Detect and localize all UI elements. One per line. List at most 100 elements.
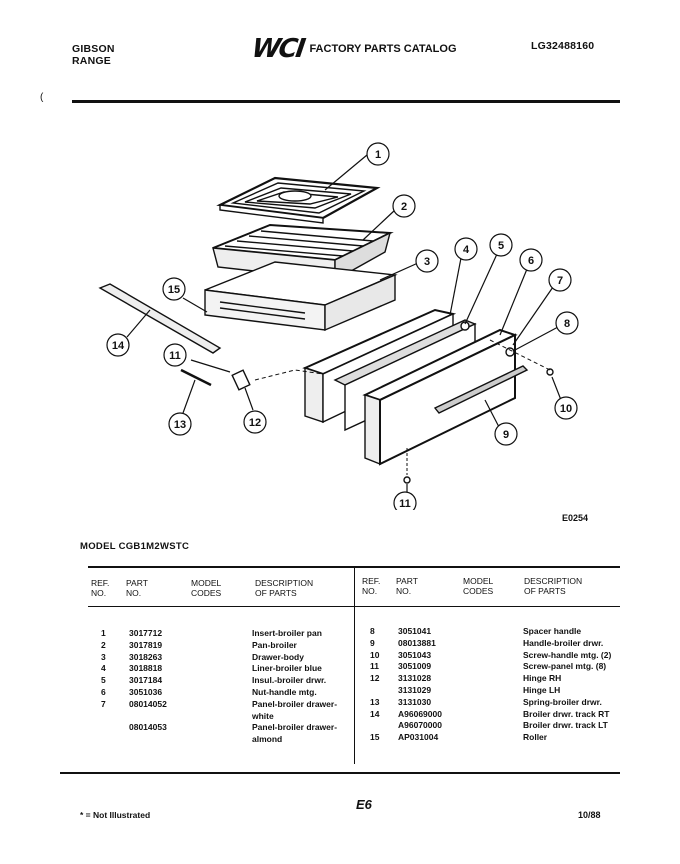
cell-desc: Handle-broiler drwr. — [523, 637, 604, 648]
header-model-line1: MODEL — [463, 576, 494, 586]
callout-8: 8 — [564, 318, 570, 330]
cell-desc: white — [252, 710, 274, 721]
cell-part: 3051043 — [398, 649, 432, 660]
cell-desc: Broiler drwr. track LT — [523, 720, 608, 731]
cell-part: 3131028 — [398, 673, 432, 684]
cell-part: 3018263 — [129, 651, 163, 662]
callout-10: 10 — [560, 403, 572, 415]
callout-2: 2 — [401, 201, 407, 213]
diagram-code: E0254 — [562, 513, 589, 523]
wci-logo: WCI — [249, 34, 306, 64]
header-ref-line2: NO. — [91, 587, 107, 598]
catalog-title: FACTORY PARTS CATALOG — [309, 43, 457, 55]
model-line: MODEL CGB1M2WSTC — [80, 541, 190, 552]
margin-mark: ( — [40, 92, 44, 103]
cell-part: 3017712 — [129, 628, 163, 638]
cell-ref: 12 — [370, 673, 380, 684]
header-part-line2: NO. — [396, 585, 412, 596]
insert-broiler-pan — [216, 176, 381, 224]
cell-part: 08014053 — [129, 722, 167, 733]
cell-ref: 9 — [370, 637, 375, 648]
cell-part: A96069000 — [398, 708, 442, 719]
cell-desc: Nut-handle mtg. — [252, 687, 317, 697]
product-type: RANGE — [72, 55, 111, 67]
cell-desc: Screw-handle mtg. (2) — [523, 649, 612, 660]
catalog-header: WCI FACTORY PARTS CATALOG — [249, 34, 457, 64]
cell-desc: Panel-broiler drawer- — [252, 698, 338, 709]
cell-ref: 13 — [370, 696, 380, 707]
header-part-line1: PART — [396, 576, 418, 586]
callout-11: 11 — [169, 350, 181, 362]
cell-part: 08013881 — [398, 637, 436, 648]
cell-desc: Panel-broiler drawer- — [252, 722, 338, 733]
exploded-parts-diagram: 1 2 3 4 5 6 7 8 9 10 11 12 13 14 15 11 — [98, 142, 579, 510]
hinge — [231, 369, 251, 391]
cell-desc: Broiler drwr. track RT — [523, 708, 610, 719]
header-model-line2: CODES — [463, 585, 494, 596]
brand-name: GIBSON — [72, 43, 115, 55]
page-number: E6 — [356, 797, 372, 812]
broiler-drawer-spring — [180, 368, 212, 387]
cell-ref: 11 — [370, 661, 379, 672]
callout-11b: 11 — [399, 498, 411, 510]
cell-desc: Spacer handle — [523, 626, 582, 636]
cell-desc: Drawer-body — [252, 651, 304, 662]
header-ref-line1: REF. — [362, 576, 381, 586]
revision-date: 10/88 — [578, 810, 601, 820]
cell-part: 3131030 — [398, 696, 432, 707]
header-model-line1: MODEL — [191, 578, 222, 588]
header-ref-right: REF.NO. — [362, 576, 381, 596]
cell-desc: Hinge RH — [523, 673, 562, 684]
cell-ref: 7 — [101, 698, 106, 709]
callout-13: 13 — [174, 419, 186, 431]
header-ref-left: REF.NO. — [91, 578, 109, 598]
cell-desc: Screw-panel mtg. (8) — [523, 661, 607, 672]
spacer-handle — [505, 347, 515, 357]
brand-block: GIBSON RANGE — [72, 43, 115, 67]
callout-5: 5 — [498, 240, 504, 252]
callout-1: 1 — [375, 149, 381, 161]
cell-ref: 14 — [370, 708, 380, 719]
cell-part: 3017184 — [129, 675, 163, 686]
cell-desc: Hinge LH — [523, 685, 561, 695]
cell-ref: 5 — [101, 675, 106, 686]
header-desc-line1: DESCRIPTION — [255, 578, 314, 588]
screw-handle-mount — [546, 368, 554, 376]
header-desc-line1: DESCRIPTION — [524, 576, 583, 586]
header-rule — [72, 100, 620, 103]
cell-ref: 15 — [370, 732, 380, 743]
cell-desc: Liner-broiler blue — [252, 663, 322, 674]
cell-ref: 6 — [101, 687, 106, 697]
cell-part: 3017819 — [129, 639, 163, 650]
drawer-body — [204, 261, 398, 332]
callout-7: 7 — [557, 275, 563, 287]
callout-4: 4 — [463, 244, 470, 256]
cell-ref: 1 — [101, 628, 106, 638]
header-desc-line2: OF PARTS — [255, 587, 297, 598]
cell-desc: Insert-broiler pan — [252, 628, 322, 638]
cell-part: 3051009 — [398, 661, 432, 672]
cell-ref: 10 — [370, 649, 380, 660]
cell-ref: 3 — [101, 651, 106, 662]
header-part-line1: PART — [126, 578, 148, 588]
callout-14: 14 — [112, 340, 125, 352]
catalog-number: LG32488160 — [531, 40, 595, 52]
header-ref-line2: NO. — [362, 585, 378, 596]
broiler-drawer-track — [98, 283, 222, 354]
cell-ref: 4 — [101, 663, 106, 674]
callout-3: 3 — [424, 256, 430, 268]
cell-part: 3018818 — [129, 663, 163, 674]
cell-desc: Roller — [523, 732, 548, 743]
table-divider — [354, 566, 355, 764]
cell-ref: 8 — [370, 626, 375, 636]
pan-broiler — [212, 223, 394, 282]
cell-part: 3131029 — [398, 685, 432, 695]
callout-12: 12 — [249, 417, 261, 429]
table-bottom-rule — [60, 772, 620, 774]
header-model-line2: CODES — [191, 587, 222, 598]
cell-part: A96070000 — [398, 720, 442, 731]
